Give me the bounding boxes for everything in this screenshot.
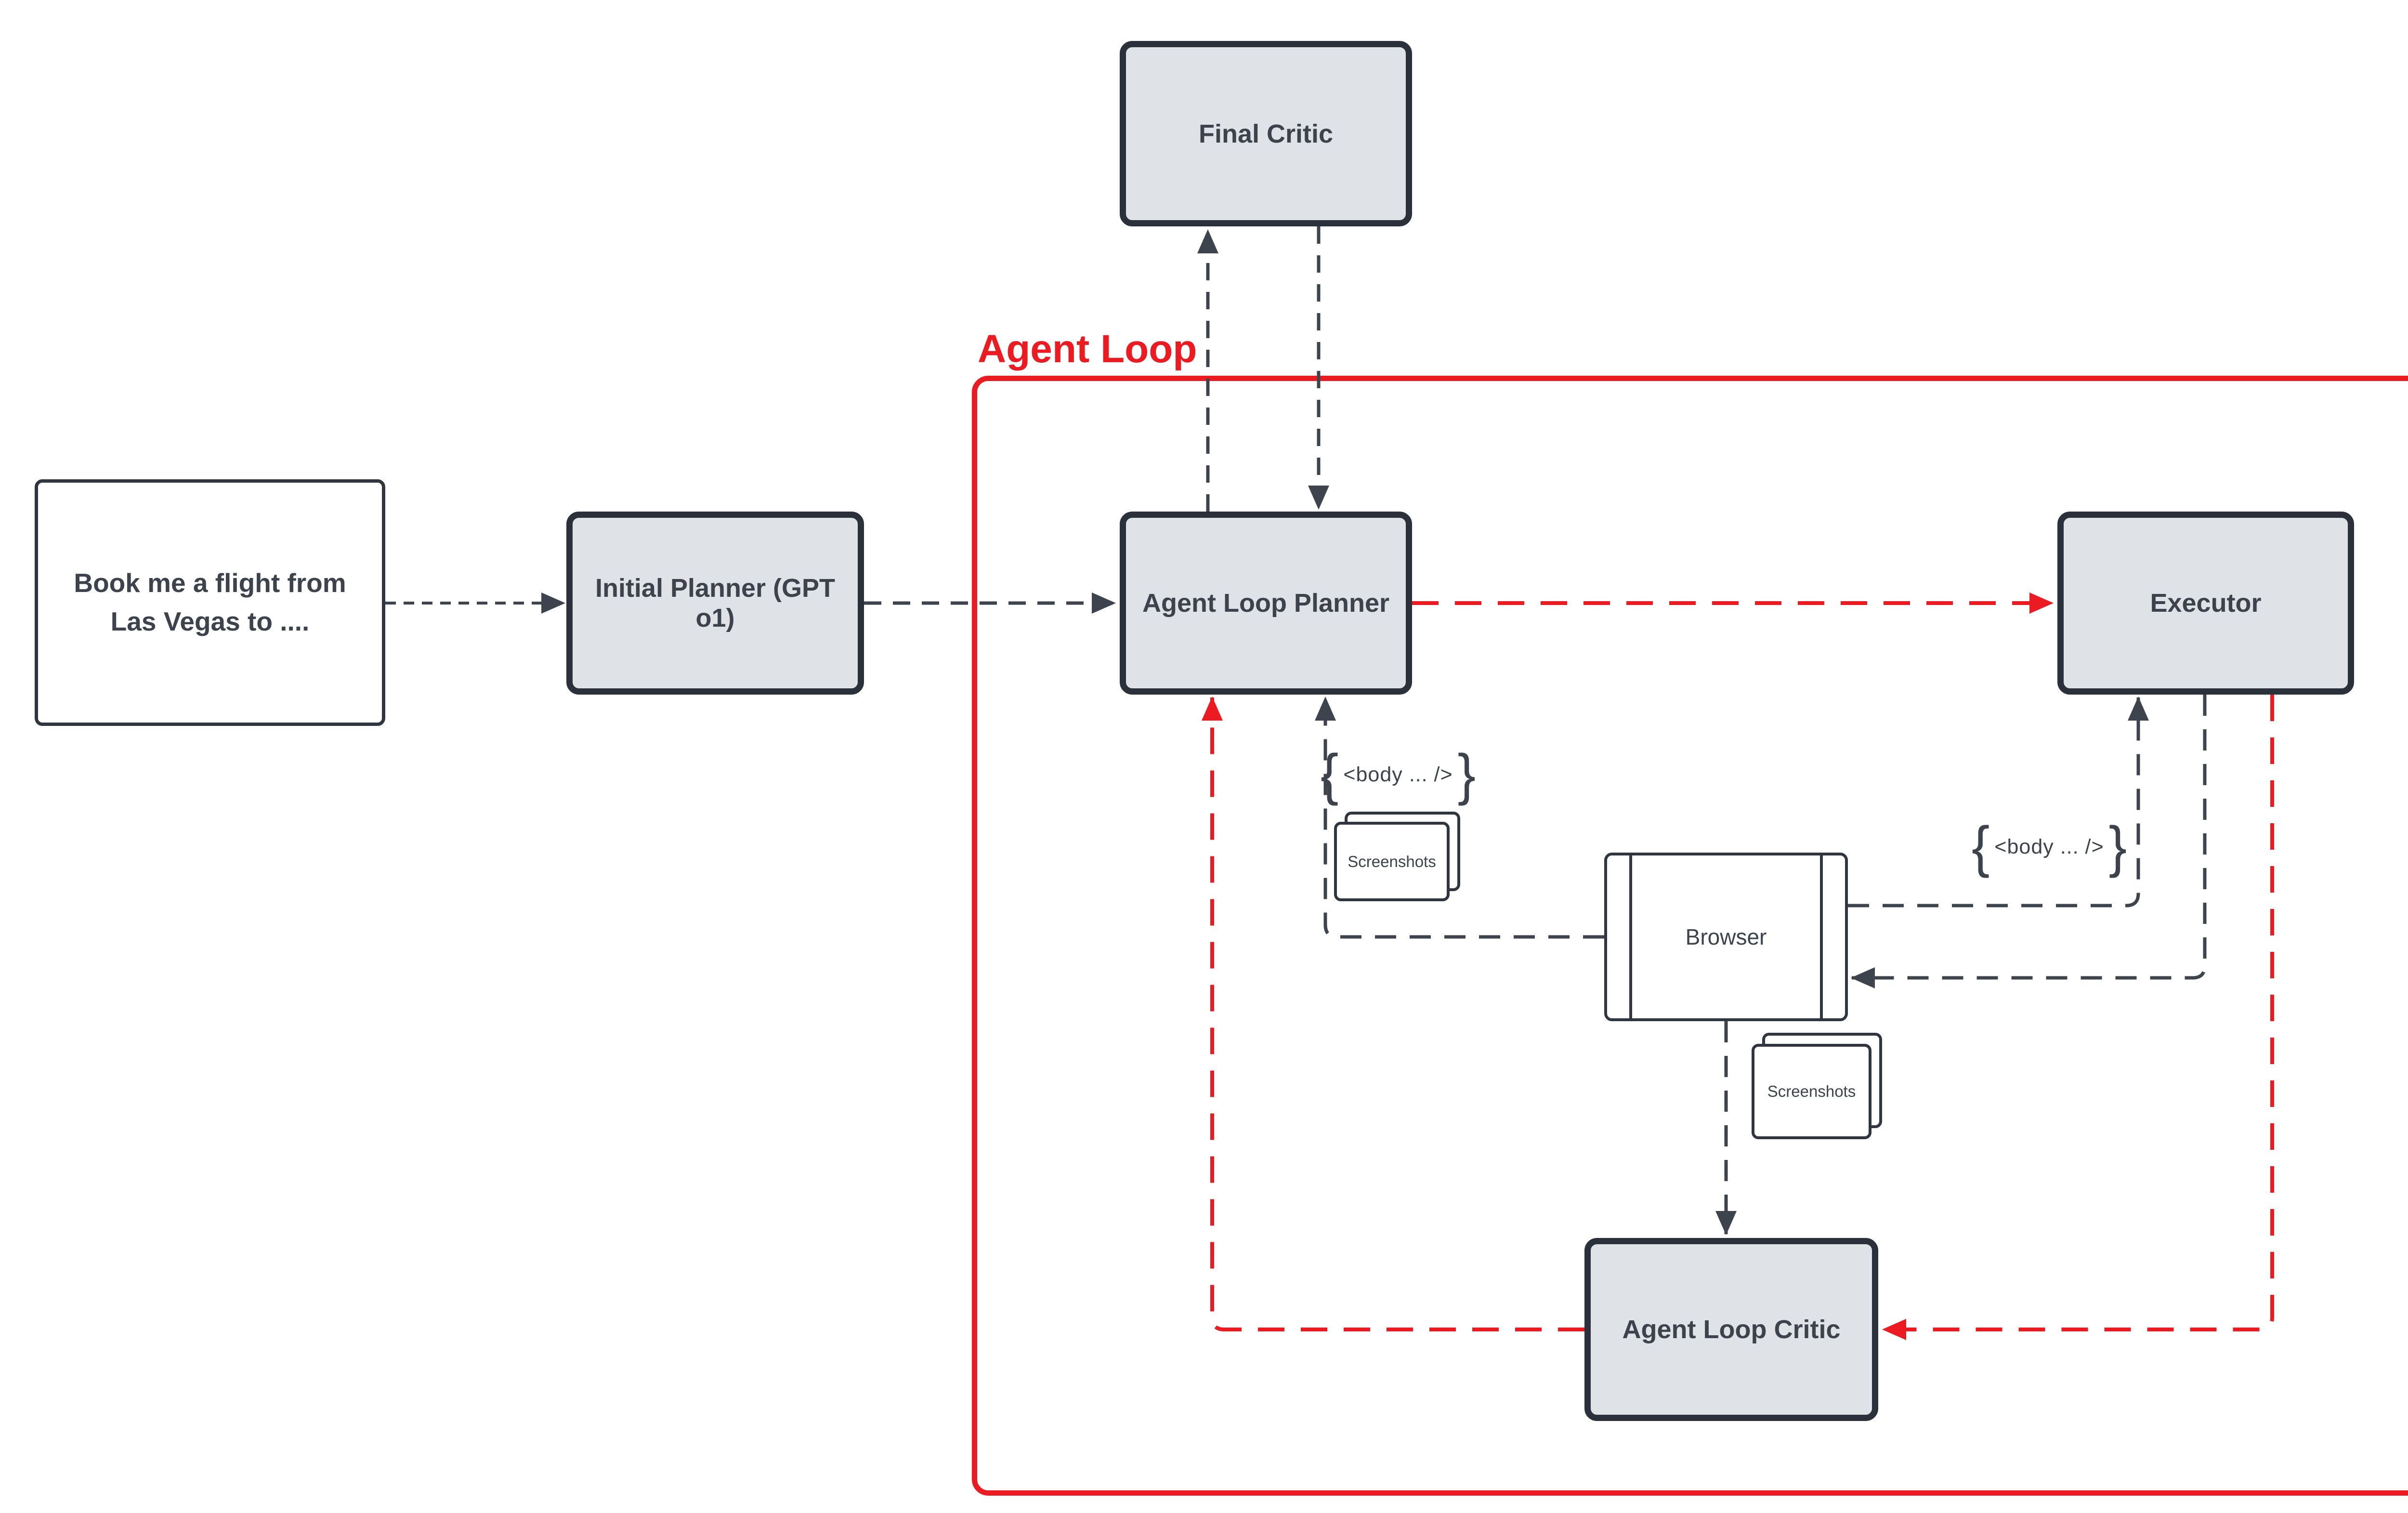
agent-loop-critic-label: Agent Loop Critic [1622, 1315, 1841, 1344]
body-html-text: <body ... /> [1994, 835, 2104, 858]
browser-left-divider [1629, 855, 1632, 1018]
browser-label: Browser [1685, 924, 1767, 949]
screenshots-front-card: Screenshots [1752, 1044, 1871, 1139]
agent-loop-planner-label: Agent Loop Planner [1142, 589, 1389, 618]
initial-planner-label: Initial Planner (GPT o1) [595, 574, 836, 632]
final-critic-label: Final Critic [1198, 119, 1334, 148]
browser-right-divider [1820, 855, 1823, 1018]
connector-browser-to-agent-loop-planner [1315, 697, 1604, 939]
close-brace: } [1457, 742, 1476, 806]
screenshots-label: Screenshots [1767, 1082, 1856, 1100]
annotation-body-html-planner: { <body ... /> } [1321, 738, 1476, 811]
connector-executor-to-agent-loop-critic [1882, 695, 2274, 1340]
node-executor: Executor [2057, 512, 2354, 695]
open-brace: { [1321, 742, 1339, 806]
node-initial-planner: Initial Planner (GPT o1) [566, 512, 864, 695]
agent-loop-title: Agent Loop [978, 327, 1197, 371]
screenshots-label: Screenshots [1348, 852, 1436, 870]
user-task-label: Book me a flight from Las Vegas to .... [74, 568, 346, 636]
node-agent-loop-critic: Agent Loop Critic [1584, 1238, 1878, 1421]
screenshots-stack-to-planner: Screenshots [1334, 812, 1460, 901]
node-final-critic: Final Critic [1120, 41, 1412, 226]
agent-loop-boundary [972, 376, 2408, 1496]
executor-label: Executor [2150, 589, 2262, 618]
screenshots-stack-to-critic: Screenshots [1752, 1033, 1882, 1139]
body-html-text: <body ... /> [1343, 763, 1453, 786]
screenshots-front-card: Screenshots [1334, 822, 1450, 901]
node-user-task: Book me a flight from Las Vegas to .... [35, 479, 385, 726]
annotation-body-html-executor: { <body ... /> } [1972, 811, 2127, 883]
node-browser: Browser [1604, 853, 1848, 1021]
open-brace: { [1972, 815, 1990, 879]
connector-browser-to-executor [1848, 697, 2149, 908]
close-brace: } [2108, 815, 2127, 879]
node-agent-loop-planner: Agent Loop Planner [1120, 512, 1412, 695]
connector-agent-loop-critic-to-agent-loop-planner [1202, 697, 1584, 1331]
connector-executor-to-browser [1851, 695, 2207, 988]
